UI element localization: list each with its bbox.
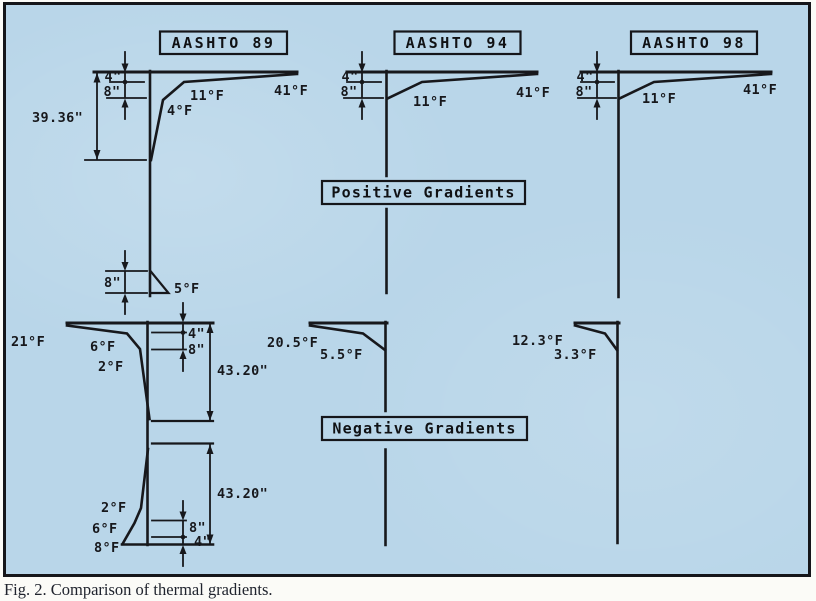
arrow-up-icon bbox=[358, 98, 366, 108]
aashto94-header: AASHTO 94 bbox=[393, 30, 522, 56]
arrow-down-icon bbox=[179, 511, 187, 521]
aashto89-positive-gradient: 4" 8" 39.36" 8" 41°F 11°F 4°F 5°F bbox=[32, 51, 308, 315]
arrow-up-icon bbox=[121, 293, 129, 303]
dimension-lines-neg-top bbox=[151, 302, 187, 372]
dim-label-8in-bottom: 8" bbox=[189, 520, 206, 536]
dim-label-8in: 8" bbox=[188, 342, 205, 358]
negative-gradient-profile bbox=[573, 323, 619, 352]
arrow-up-icon bbox=[179, 350, 187, 359]
temp-label-5f: 5°F bbox=[174, 281, 200, 297]
dim-label-8in-bottom: 8" bbox=[104, 275, 121, 291]
temp-label-41f: 41°F bbox=[274, 83, 308, 99]
temp-label-11f: 11°F bbox=[642, 91, 676, 107]
dimension-dot bbox=[180, 330, 186, 335]
section-label-box bbox=[320, 179, 527, 206]
arrow-down-icon bbox=[206, 411, 214, 421]
temp-label-4f: 4°F bbox=[167, 103, 193, 119]
temp-label-123f: 12.3°F bbox=[512, 333, 563, 349]
arrow-down-icon bbox=[593, 63, 601, 73]
dim-label-3936: 39.36" bbox=[32, 110, 83, 126]
figure-border-frame bbox=[3, 2, 811, 577]
temp-label-6f: 6°F bbox=[90, 339, 116, 355]
dimension-dot bbox=[180, 534, 186, 540]
arrow-down-icon bbox=[358, 63, 366, 73]
arrow-up-icon bbox=[179, 545, 187, 554]
negative-gradients-section-label: Negative Gradients bbox=[320, 415, 529, 442]
header-box bbox=[629, 30, 759, 56]
temp-label-41f: 41°F bbox=[743, 82, 777, 98]
aashto98-column: 4" 8" 41°F 11°F 12.3°F 3.3°F AASHTO 98 bbox=[512, 30, 777, 545]
positive-gradient-profile bbox=[617, 72, 773, 101]
arrow-down-icon bbox=[121, 262, 129, 271]
arrow-down-icon bbox=[121, 63, 129, 73]
negative-gradient-profile bbox=[308, 324, 387, 352]
aashto89-negative-gradient: 4" 8" 43.20" 43.20" 8" 4" 21°F bbox=[11, 302, 268, 567]
dimension-dot bbox=[594, 79, 600, 85]
temp-label-8f-bottom: 8°F bbox=[94, 540, 120, 556]
arrow-down-icon bbox=[179, 313, 187, 323]
dim-label-8in: 8" bbox=[575, 84, 592, 100]
mid-section-ticks bbox=[150, 419, 215, 445]
temp-label-11f: 11°F bbox=[190, 88, 224, 104]
positive-gradient-profile bbox=[385, 72, 539, 101]
arrow-up-icon bbox=[206, 444, 214, 454]
dimension-lines-neg-bottom bbox=[151, 500, 187, 567]
dimension-lines-bottom bbox=[105, 250, 148, 315]
arrow-up-icon bbox=[593, 98, 601, 108]
aashto94-negative-gradient: 20.5°F 5.5°F bbox=[267, 320, 389, 547]
temp-label-205f: 20.5°F bbox=[267, 335, 318, 351]
dim-label-8in: 8" bbox=[103, 84, 120, 100]
column-title: AASHTO 94 bbox=[406, 34, 510, 52]
bottom-gradient-triangle bbox=[148, 268, 171, 295]
negative-gradient-profile-lower bbox=[120, 447, 150, 546]
dimension-dot bbox=[122, 79, 128, 85]
temp-label-6f-bottom: 6°F bbox=[92, 521, 118, 537]
column-title: AASHTO 89 bbox=[172, 34, 276, 52]
column-title: AASHTO 98 bbox=[642, 34, 746, 52]
dimension-dot bbox=[359, 79, 365, 85]
dim-label-4in: 4" bbox=[188, 326, 205, 342]
temp-label-2f-bottom: 2°F bbox=[101, 500, 127, 516]
aashto89-column: 4" 8" 39.36" 8" 41°F 11°F 4°F 5°F bbox=[11, 30, 308, 567]
dim-label-4in-bottom: 4" bbox=[194, 534, 211, 550]
dim-label-4in: 4" bbox=[576, 69, 593, 85]
aashto98-positive-gradient: 4" 8" 41°F 11°F bbox=[575, 51, 777, 299]
positive-gradient-profile bbox=[149, 72, 299, 162]
section-label-text: Positive Gradients bbox=[331, 184, 515, 202]
temp-label-2f: 2°F bbox=[98, 359, 124, 375]
arrow-down-icon bbox=[93, 150, 101, 160]
aashto94-positive-gradient: 4" 8" 41°F 11°F bbox=[340, 51, 550, 295]
aashto89-header: AASHTO 89 bbox=[158, 30, 289, 56]
dim-label-8in: 8" bbox=[340, 84, 357, 100]
temp-label-21f: 21°F bbox=[11, 334, 45, 350]
arrow-down-icon bbox=[206, 534, 214, 544]
positive-gradients-section-label: Positive Gradients bbox=[320, 179, 527, 206]
aashto98-header: AASHTO 98 bbox=[629, 30, 759, 56]
figure-caption: Fig. 2. Comparison of thermal gradients. bbox=[4, 580, 273, 599]
negative-gradient-profile-upper bbox=[65, 324, 151, 421]
section-label-text: Negative Gradients bbox=[332, 420, 516, 438]
temp-label-41f: 41°F bbox=[516, 85, 550, 101]
dim-label-4320-upper: 43.20" bbox=[217, 363, 268, 379]
arrow-up-icon bbox=[206, 323, 214, 333]
aashto94-column: 4" 8" 41°F 11°F 20.5°F 5.5°F AASHTO 94 P… bbox=[267, 30, 550, 547]
aashto98-negative-gradient: 12.3°F 3.3°F bbox=[512, 320, 621, 545]
temp-label-33f: 3.3°F bbox=[554, 347, 597, 363]
temp-label-11f: 11°F bbox=[413, 94, 447, 110]
header-box bbox=[158, 30, 289, 56]
dimension-line-depth bbox=[84, 72, 147, 161]
section-label-box bbox=[320, 415, 529, 442]
arrow-up-icon bbox=[121, 98, 129, 108]
temp-label-55f: 5.5°F bbox=[320, 347, 363, 363]
arrow-up-icon bbox=[93, 73, 101, 83]
dim-label-4320-lower: 43.20" bbox=[217, 486, 268, 502]
header-box bbox=[393, 30, 522, 56]
dim-label-4in: 4" bbox=[341, 69, 358, 85]
dim-label-4in: 4" bbox=[104, 69, 121, 85]
